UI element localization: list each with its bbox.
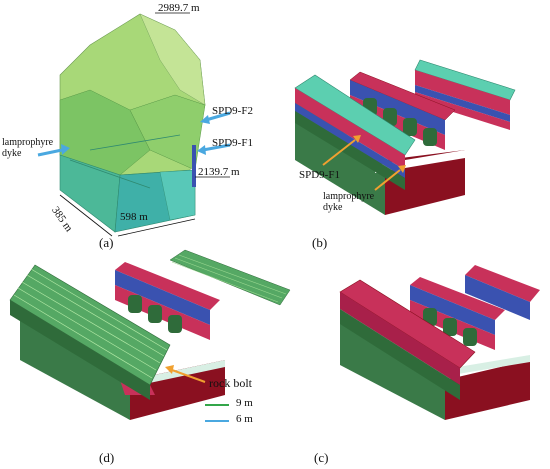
fault-f2-label: SPD9-F2 [212, 105, 253, 117]
panel-d: rock bolt 9 m 6 m (d) [0, 249, 291, 469]
fault-f1-label-b: SPD9-F1 [299, 169, 340, 181]
caption-a: (a) [99, 235, 114, 250]
legend-line-9m [205, 404, 229, 406]
legend-line-6m [205, 420, 229, 422]
elevation-bottom-label: 2139.7 m [198, 166, 240, 178]
cavern-model-bolts [9, 249, 291, 420]
caption-c: (c) [314, 450, 329, 465]
dyke-label-b: lamprophyre dyke [323, 191, 375, 213]
panel-a: 2989.7 m SPD9-F2 SPD9-F1 lamprophyre dyk… [0, 0, 275, 250]
caption-b: (b) [312, 235, 328, 250]
elevation-top-label: 2989.7 m [158, 2, 200, 14]
cavern-model-faults [294, 59, 516, 215]
rock-mass-model [37, 12, 231, 237]
panel-c: (c) [275, 250, 550, 469]
dimension-length-label: 598 m [120, 211, 148, 223]
dyke-label: lamprophyre dyke [2, 137, 54, 159]
legend-label-6m: 6 m [236, 413, 253, 425]
cavern-model-excavated [339, 265, 540, 420]
caption-d: (d) [99, 450, 115, 465]
rock-bolt-label: rock bolt [209, 376, 252, 390]
legend-label-9m: 9 m [236, 397, 253, 409]
fault-f1-label: SPD9-F1 [212, 137, 253, 149]
panel-b: SPD9-F1 lamprophyre dyke (b) [275, 0, 550, 250]
